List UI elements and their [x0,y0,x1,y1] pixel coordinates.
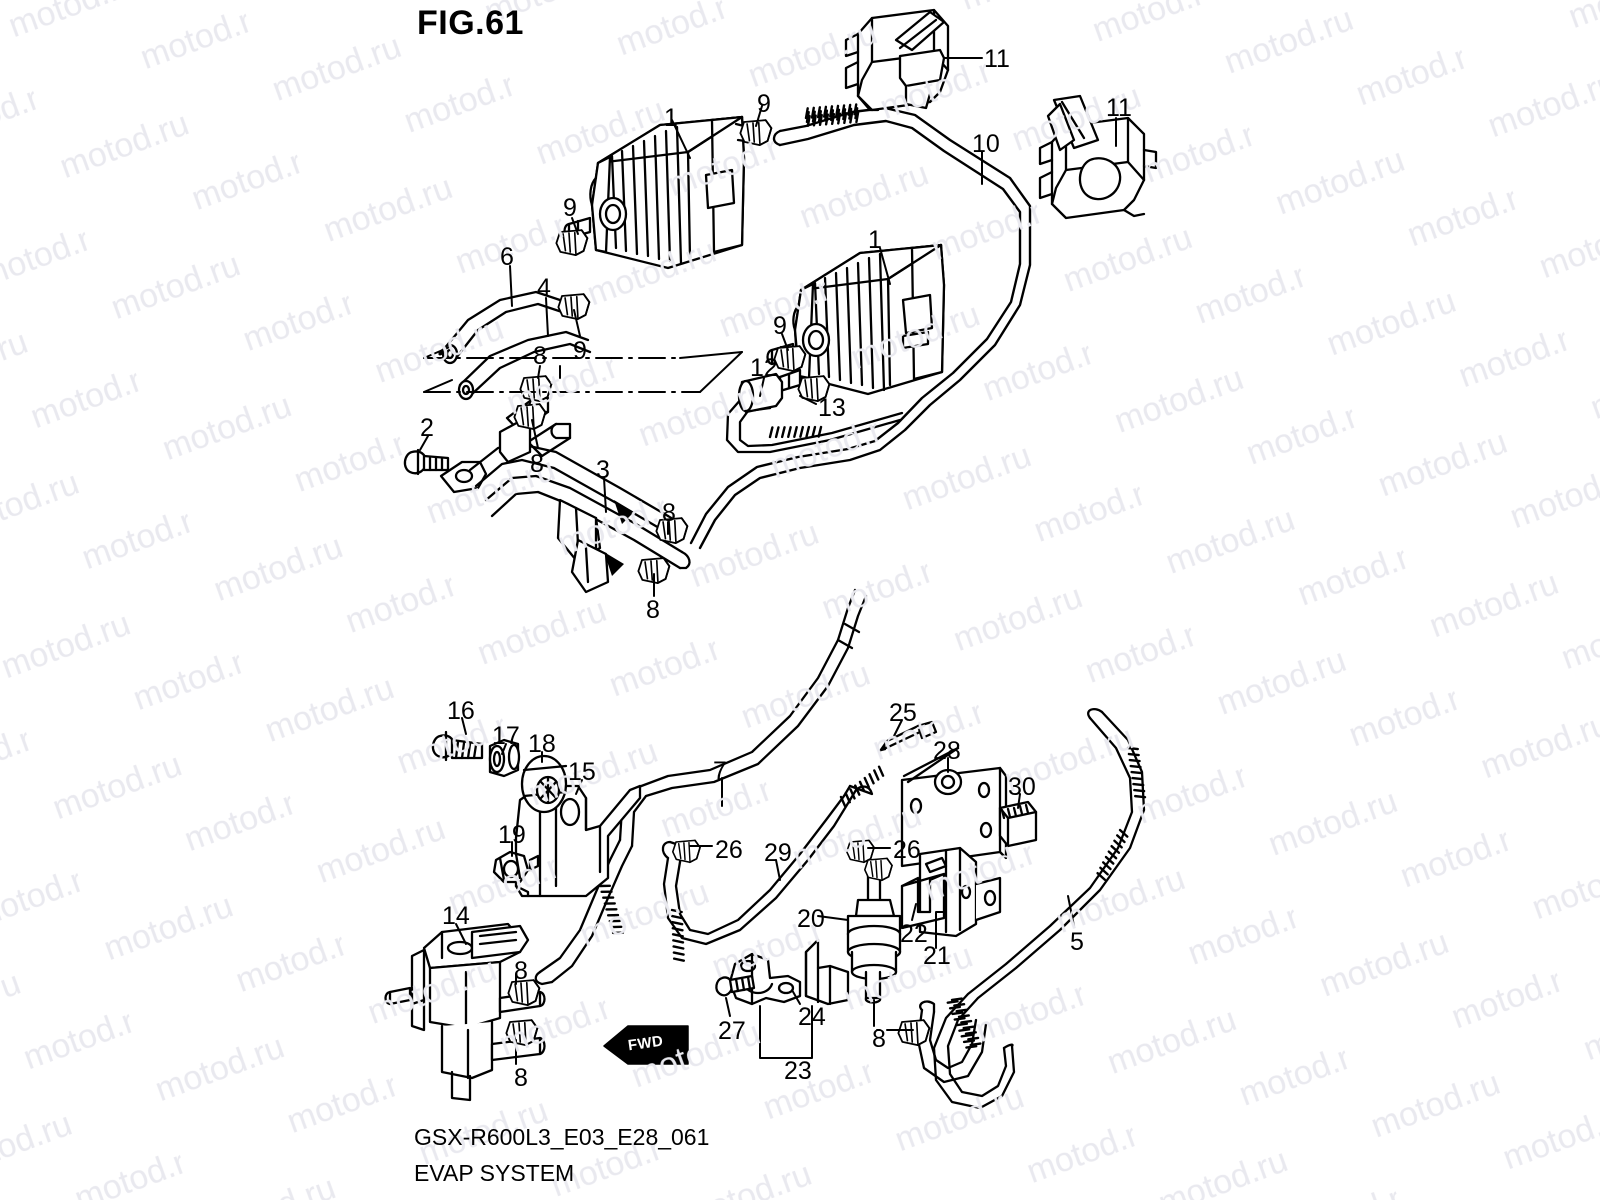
callout-27: 27 [718,1017,746,1045]
callout-12: 12 [750,354,778,382]
figure-title: FIG.61 [417,4,524,42]
callout-10: 10 [972,130,1000,158]
callout-1-b: 1 [868,226,882,254]
callout-9-c: 9 [773,312,787,340]
callout-16: 16 [447,697,475,725]
callout-24: 24 [798,1003,826,1031]
callout-20: 20 [797,905,825,933]
callout-8-b: 8 [530,450,544,478]
callout-25: 25 [889,699,917,727]
callout-19: 19 [498,821,526,849]
callout-8-c: 8 [662,499,676,527]
callout-5: 5 [1070,928,1084,956]
callout-29: 29 [764,839,792,867]
callout-8: 8 [533,342,547,370]
callout-2: 2 [420,414,434,442]
callout-9-b: 9 [563,194,577,222]
callout-8-g: 8 [872,1025,886,1053]
callout-9-d: 9 [573,337,587,365]
fwd-arrow-label: FWD [626,1032,665,1055]
callout-14: 14 [442,902,470,930]
callout-6: 6 [500,243,514,271]
caption-name: EVAP SYSTEM [414,1160,575,1186]
callout-7: 7 [713,757,727,785]
caption-code: GSX-R600L3_E03_E28_061 [414,1124,710,1150]
callout-11: 11 [984,45,1010,73]
callout-3: 3 [596,456,610,484]
callout-26: 26 [715,836,743,864]
callout-13: 13 [818,394,846,422]
callout-17: 17 [492,722,520,750]
callout-4: 4 [537,274,551,302]
callout-15: 15 [568,758,596,786]
callout-18: 18 [528,730,556,758]
callout-28: 28 [933,737,961,765]
callout-21: 21 [923,942,951,970]
callout-8-f: 8 [514,1064,528,1092]
callout-11-right: 11 [1106,94,1132,122]
callout-30: 30 [1008,773,1036,801]
callout-26-b: 26 [893,836,921,864]
callout-8-d: 8 [646,596,660,624]
callout-9: 9 [757,90,771,118]
callout-8-e: 8 [514,957,528,985]
callout-1: 1 [664,104,678,132]
callout-23: 23 [784,1057,812,1085]
